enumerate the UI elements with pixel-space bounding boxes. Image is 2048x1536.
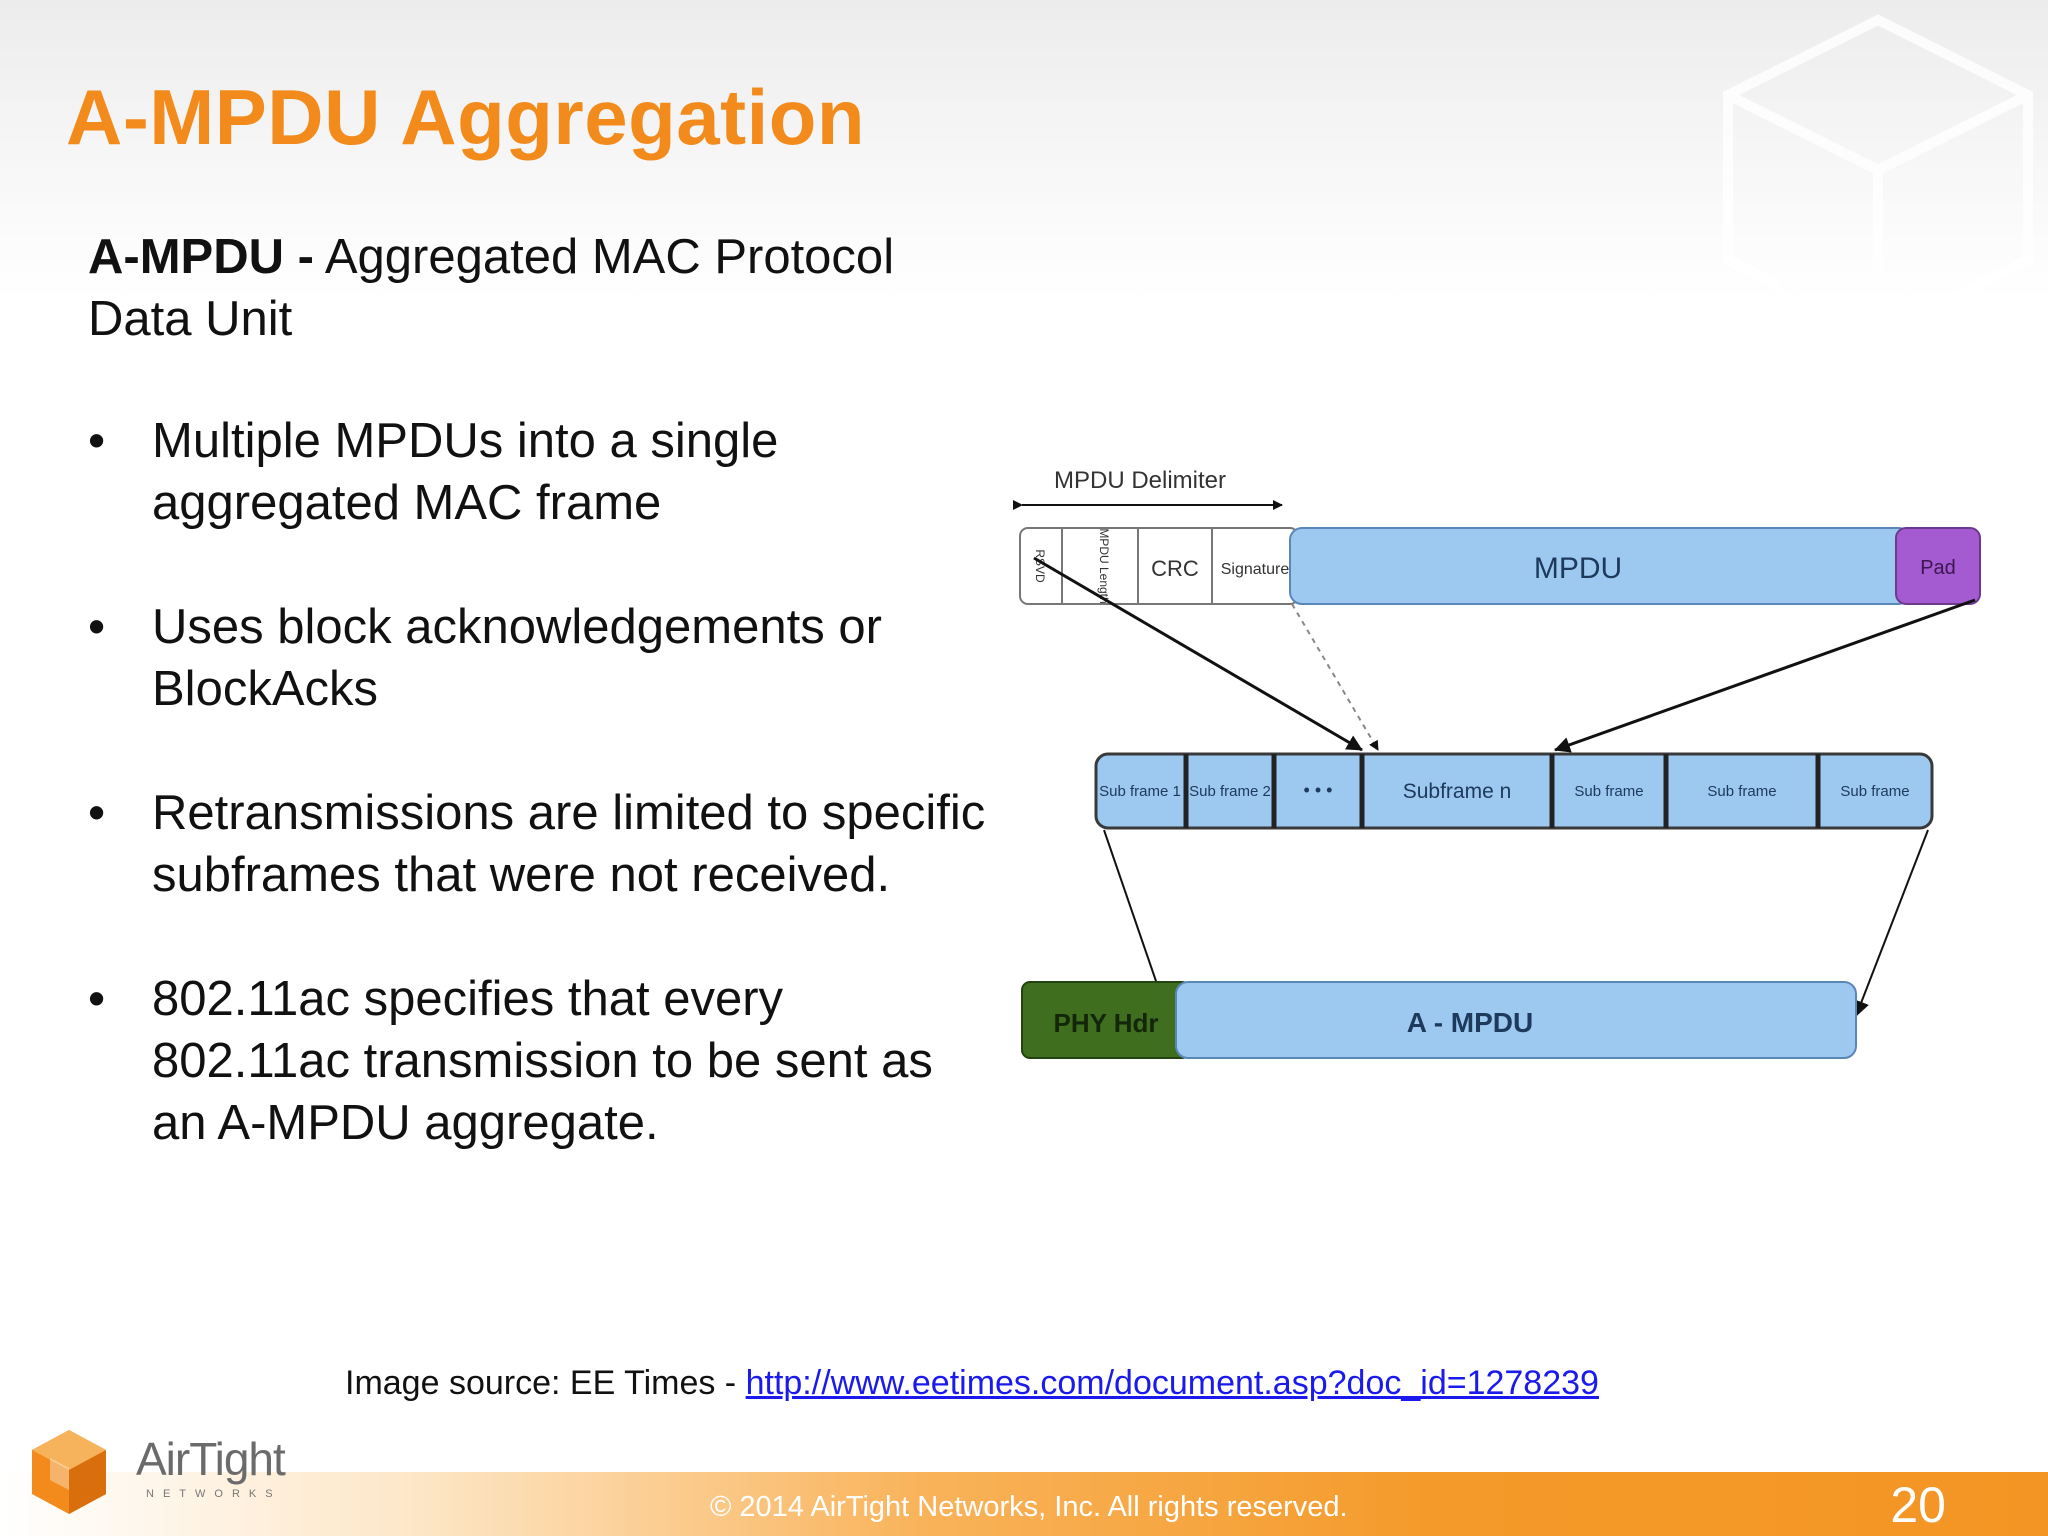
footer-bar [0,1472,2048,1536]
subframe-row: Sub frame 1 Sub frame 2 • • • Subframe n… [1094,752,1934,830]
image-source: Image source: EE Times - http://www.eeti… [345,1364,1599,1403]
source-prefix: Image source: EE Times - [345,1364,746,1402]
subframe-label: Sub frame [1707,783,1776,800]
delimiter-fields: RSVD MPDU Length CRC Signature [1019,527,1299,605]
field-rsvd: RSVD [1033,549,1047,583]
copyright: © 2014 AirTight Networks, Inc. All right… [710,1491,1348,1523]
definition: A-MPDU - Aggregated MAC Protocol Data Un… [88,226,988,350]
subframe-1-label: Sub frame 1 [1099,783,1181,800]
logo-subtext: NETWORKS [146,1488,282,1500]
arrow-to-subframe-right [1554,598,1976,753]
cube-logo-icon [32,1430,106,1514]
subframe-container [1094,752,1934,830]
subframe-label: Sub frame [1574,783,1643,800]
phy-header-label: PHY Hdr [1054,1008,1159,1038]
pad-block [1895,527,1981,605]
subframe-2-label: Sub frame 2 [1189,783,1271,800]
arrow-to-subframe-dashed [1291,603,1379,751]
decorative-cube [1723,14,2033,340]
bullet-item: • Uses block acknowledgements or BlockAck… [88,596,988,720]
arrow-to-subframe-left [1033,556,1363,752]
bullet-text: Multiple MPDUs into a single aggregated … [152,414,779,530]
bullet-icon: • [88,414,106,468]
arrow-to-ampdu-right [1853,829,1929,1017]
bullet-item: • Retransmissions are limited to specific… [88,782,988,906]
page-number: 20 [1890,1477,1946,1533]
delimiter-label: MPDU Delimiter [1054,467,1226,494]
logo-wordmark: AirTight [136,1433,286,1485]
mpdu-label: MPDU [1534,552,1622,585]
field-signature: Signature [1221,561,1290,578]
bullet-text: Retransmissions are limited to specific … [152,786,986,902]
bullet-text: Uses block acknowledgements or BlockAcks [152,600,882,716]
company-logo: AirTight NETWORKS [26,1426,286,1518]
bullet-text: 802.11ac specifies that every 802.11ac t… [152,972,933,1150]
source-link[interactable]: http://www.eetimes.com/document.asp?doc_… [745,1364,1599,1402]
bullet-list: • Multiple MPDUs into a single aggregated… [88,410,988,1216]
pad-label: Pad [1920,557,1956,579]
bullet-icon: • [88,600,106,654]
subframe-n-label: Subframe n [1403,780,1512,803]
slide-title: A-MPDU Aggregation [66,73,866,161]
ampdu-label: A - MPDU [1407,1007,1534,1038]
bullet-icon: • [88,786,106,840]
field-mpdu-length: MPDU Length [1097,528,1111,603]
definition-text: Aggregated MAC Protocol Data Unit [88,230,895,346]
ampdu-diagram: MPDU Delimiter RSVD MPDU Length CRC Sign… [1013,467,1981,1059]
bullet-icon: • [88,972,106,1026]
field-crc: CRC [1151,556,1199,581]
ampdu-block [1175,981,1857,1059]
subframe-ellipsis: • • • [1304,780,1333,800]
subframe-label: Sub frame [1840,783,1909,800]
bullet-item: • Multiple MPDUs into a single aggregated… [88,410,988,534]
definition-term: A-MPDU - [88,230,314,284]
bullet-item: • 802.11ac specifies that every 802.11ac … [88,968,988,1154]
